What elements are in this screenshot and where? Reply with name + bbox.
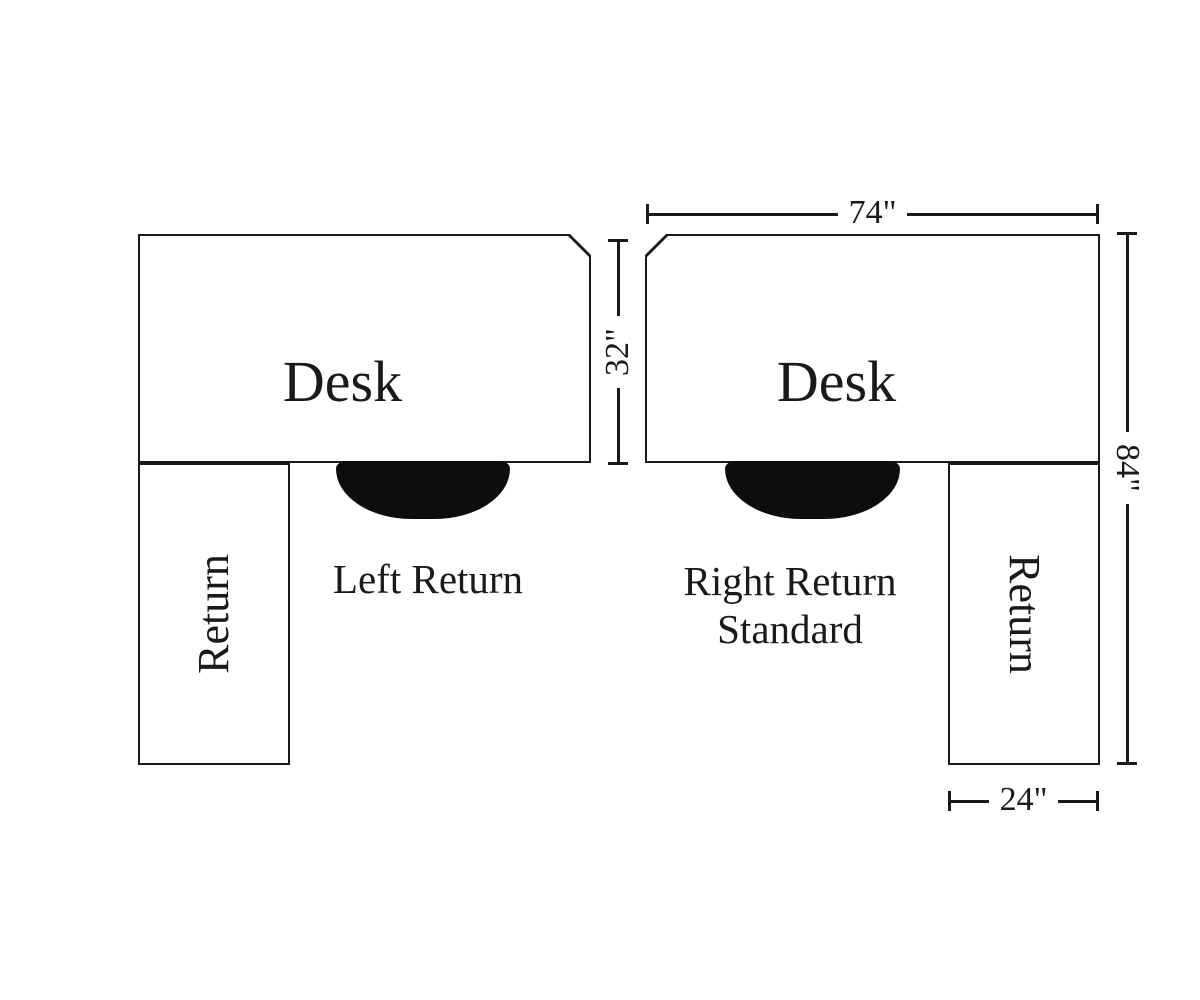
- dimension-overall-depth-label: 84": [1109, 444, 1146, 492]
- right-config-caption-line2: Standard: [717, 605, 863, 652]
- dimension-desk-depth-labelbox: 32": [599, 316, 636, 388]
- left-desk-shape: Desk: [138, 234, 591, 463]
- left-chair-shape: [336, 461, 510, 519]
- dimension-tick: [1117, 762, 1137, 765]
- right-return-label: Return: [1000, 554, 1049, 674]
- dimension-tick: [1096, 204, 1100, 224]
- left-config-caption: Left Return: [332, 556, 524, 602]
- dimension-tick: [948, 791, 951, 811]
- dimension-return-width: 24": [948, 781, 1100, 818]
- right-config-caption: Right Return Standard: [684, 558, 897, 653]
- dimension-overall-depth-labelbox: 84": [1109, 432, 1146, 504]
- right-chair-shape: [725, 461, 900, 519]
- dimension-desk-depth: 32": [599, 239, 636, 465]
- dimension-line: [907, 212, 1097, 216]
- right-desk-surface: [647, 236, 1098, 461]
- dimension-line: [1058, 799, 1097, 803]
- dimension-desk-width-label: 74": [848, 194, 897, 231]
- dimension-tick: [1096, 791, 1100, 811]
- right-desk-label: Desk: [776, 348, 897, 414]
- dimension-tick: [608, 239, 628, 242]
- dimension-tick: [608, 462, 628, 465]
- left-desk-surface: [140, 236, 589, 461]
- left-return-shape: Return: [138, 463, 290, 765]
- dimension-line: [1125, 504, 1129, 762]
- dimension-line: [616, 242, 620, 316]
- left-desk-label: Desk: [282, 348, 403, 414]
- dimension-desk-width: 74": [646, 194, 1100, 231]
- dimension-overall-depth: 84": [1109, 232, 1146, 765]
- right-desk-shape: Desk: [645, 234, 1100, 463]
- dimension-line: [649, 212, 838, 216]
- right-return-shape: Return: [948, 463, 1100, 765]
- dimension-tick: [1117, 232, 1137, 235]
- dimension-line: [951, 799, 989, 803]
- dimension-return-width-label: 24": [999, 781, 1048, 818]
- dimension-desk-depth-label: 32": [599, 328, 636, 376]
- dimension-line: [1125, 235, 1129, 432]
- dimension-tick: [646, 204, 649, 224]
- dimension-line: [616, 388, 620, 462]
- right-config-caption-line1: Right Return: [683, 558, 897, 604]
- left-return-label: Return: [189, 554, 238, 674]
